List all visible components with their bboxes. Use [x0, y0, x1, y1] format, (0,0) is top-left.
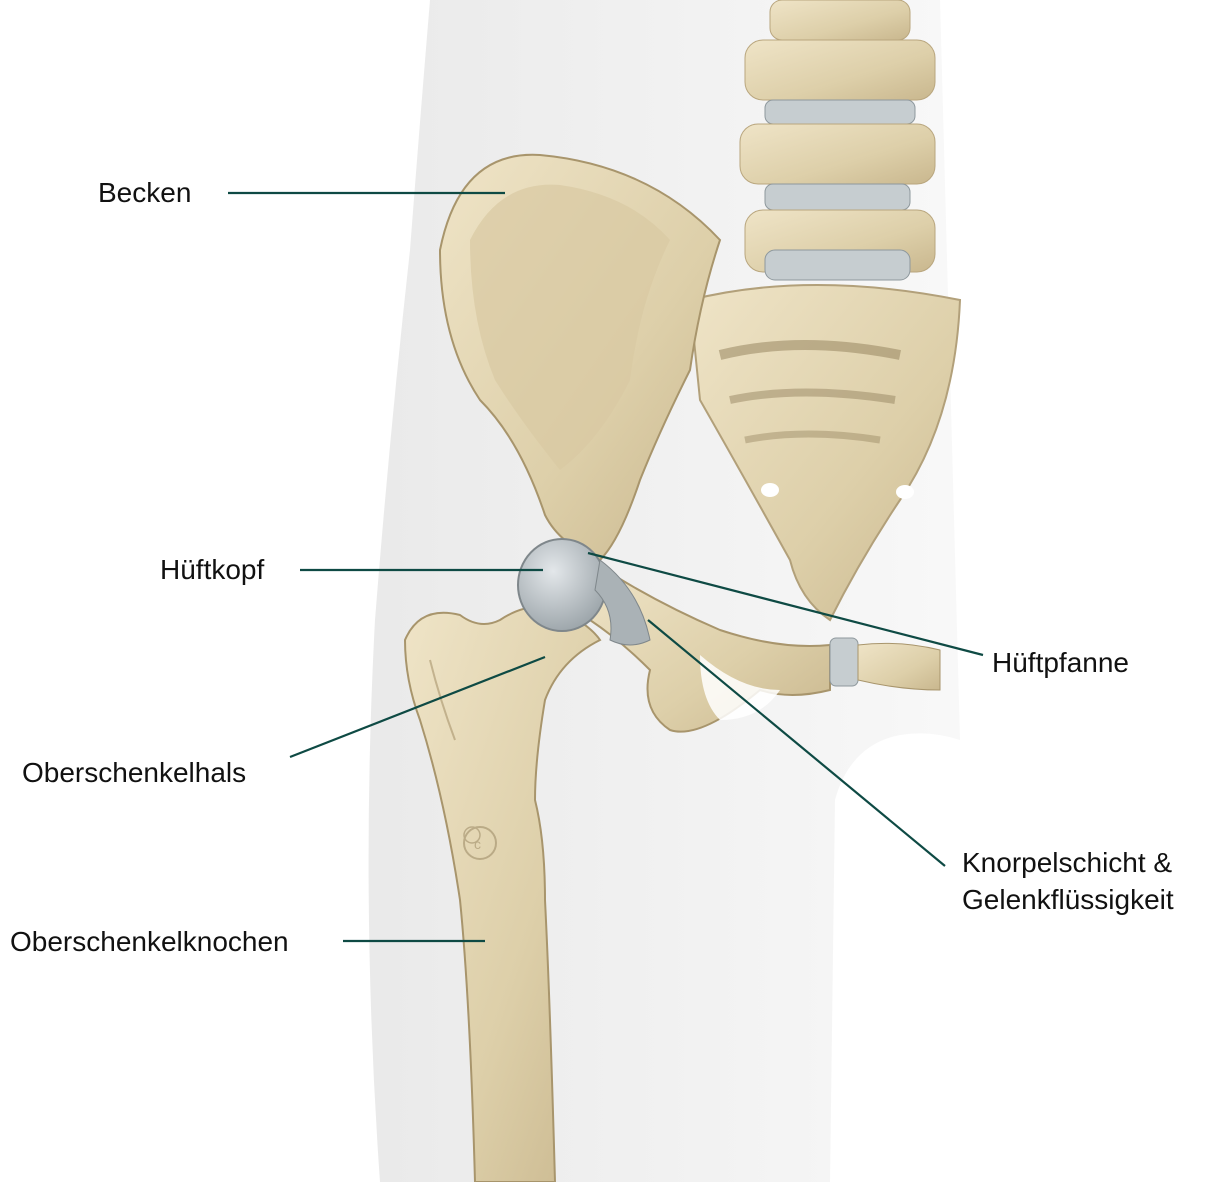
leg-gap [835, 755, 912, 1182]
label-becken: Becken [98, 176, 191, 210]
label-knorpel-line2: Gelenkflüssigkeit [962, 883, 1174, 917]
femoral-head [518, 539, 606, 631]
label-hueftpfanne: Hüftpfanne [992, 646, 1129, 680]
svg-text:c: c [474, 836, 481, 852]
pubic-symphysis [830, 638, 858, 686]
label-oberschenkelhals: Oberschenkelhals [22, 756, 246, 790]
label-oberschenkelknochen: Oberschenkelknochen [10, 925, 289, 959]
label-knorpel-line1: Knorpelschicht & [962, 846, 1172, 880]
lumbar-spine [740, 0, 935, 280]
label-hueftkopf: Hüftkopf [160, 553, 264, 587]
